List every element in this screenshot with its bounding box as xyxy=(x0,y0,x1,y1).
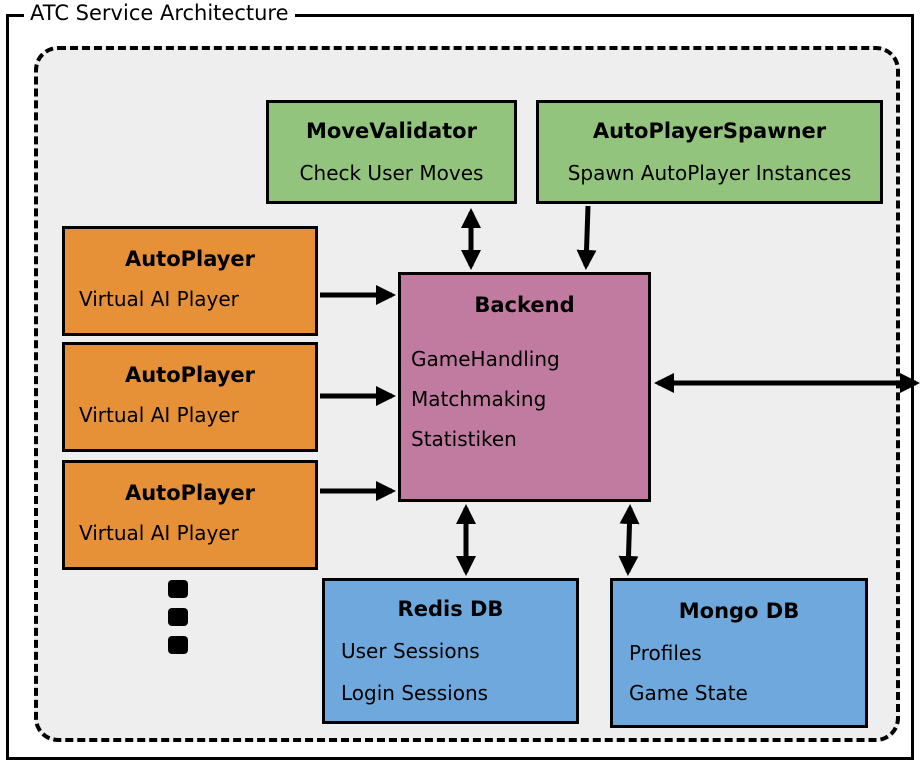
backend-mongo-arrow xyxy=(618,504,640,576)
autoplayer-title: AutoPlayer xyxy=(124,247,256,271)
backend-item: Matchmaking xyxy=(411,387,547,411)
autoplayer-desc: Virtual AI Player xyxy=(79,287,239,311)
redis-item: Login Sessions xyxy=(341,681,489,705)
autoplayer-node: AutoPlayer Virtual AI Player xyxy=(62,226,318,336)
autoplayer-spawner-node: AutoPlayerSpawner Spawn AutoPlayer Insta… xyxy=(536,100,883,204)
more-instances-dot xyxy=(168,636,188,654)
redis-title: Redis DB xyxy=(397,597,504,621)
spawner-to-backend-arrow xyxy=(576,205,597,270)
backend-node: Backend GameHandling Matchmaking Statist… xyxy=(398,272,651,502)
autoplayer-node: AutoPlayer Virtual AI Player xyxy=(62,460,318,570)
autoplayer-title: AutoPlayer xyxy=(124,363,256,387)
mongo-title: Mongo DB xyxy=(678,599,800,623)
spawner-desc: Spawn AutoPlayer Instances xyxy=(567,161,852,185)
mongo-db-node: Mongo DB Profiles Game State xyxy=(610,578,868,728)
more-instances-dot xyxy=(168,608,188,626)
autoplayer-desc: Virtual AI Player xyxy=(79,521,239,545)
backend-item: GameHandling xyxy=(411,347,560,371)
autoplayer-title: AutoPlayer xyxy=(124,481,256,505)
move-validator-node: MoveValidator Check User Moves xyxy=(266,100,517,204)
backend-title: Backend xyxy=(474,293,575,317)
mongo-item: Game State xyxy=(629,681,748,705)
spawner-title: AutoPlayerSpawner xyxy=(592,119,827,143)
autoplayer-desc: Virtual AI Player xyxy=(79,403,239,427)
redis-item: User Sessions xyxy=(341,639,480,663)
frame-title: ATC Service Architecture xyxy=(24,0,295,26)
move-validator-desc: Check User Moves xyxy=(299,161,484,185)
mongo-item: Profiles xyxy=(629,641,702,665)
move-validator-title: MoveValidator xyxy=(306,119,477,143)
more-instances-dot xyxy=(168,580,188,598)
redis-db-node: Redis DB User Sessions Login Sessions xyxy=(322,578,579,724)
backend-item: Statistiken xyxy=(411,427,517,451)
autoplayer-node: AutoPlayer Virtual AI Player xyxy=(62,342,318,452)
